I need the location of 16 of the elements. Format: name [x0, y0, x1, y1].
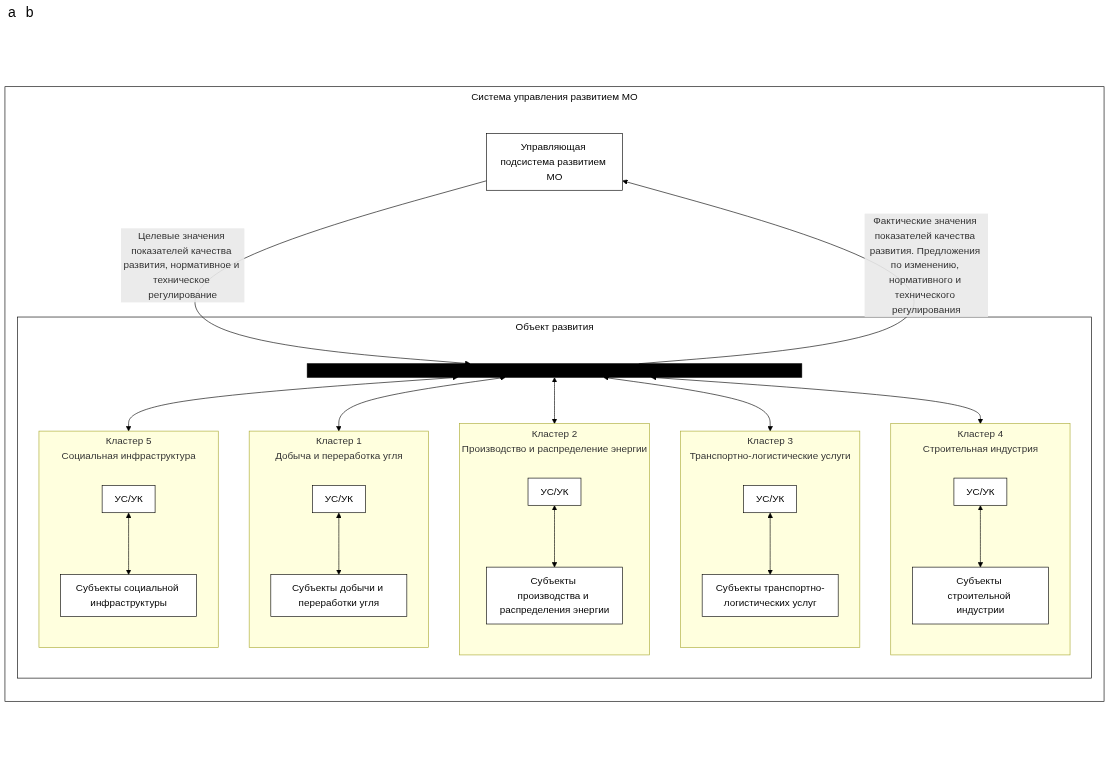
node-box: Субъекты производства и распределения энергии — [486, 566, 623, 625]
node-bar — [306, 363, 803, 378]
node-box: УС/УК — [101, 485, 156, 513]
end-label: b — [25, 4, 34, 20]
node-box: УС/УК — [953, 477, 1008, 506]
node-box: Субъекты транспортно-логистических услуг — [701, 574, 839, 617]
node-box: УС/УК — [527, 477, 582, 506]
edge-label: Целевые значения показателей качества развития, нормативное и техническое регулирование — [123, 230, 240, 301]
node-box: Субъекты строительной индустрии — [912, 566, 1049, 625]
node-box: Субъекты социальной инфраструктуры — [60, 574, 197, 617]
node-box: УС/УК — [312, 485, 366, 513]
node-box: УС/УК — [743, 485, 797, 513]
node-box: Управляющая подсистема развитием МО — [486, 133, 623, 191]
end-label: a — [8, 4, 16, 20]
edge-label: Фактические значения показателей качества развития. Предложения по изменению, нормативного и технического регулирования — [869, 215, 981, 315]
node-box: Субъекты добычи и переработки угля — [270, 574, 408, 617]
